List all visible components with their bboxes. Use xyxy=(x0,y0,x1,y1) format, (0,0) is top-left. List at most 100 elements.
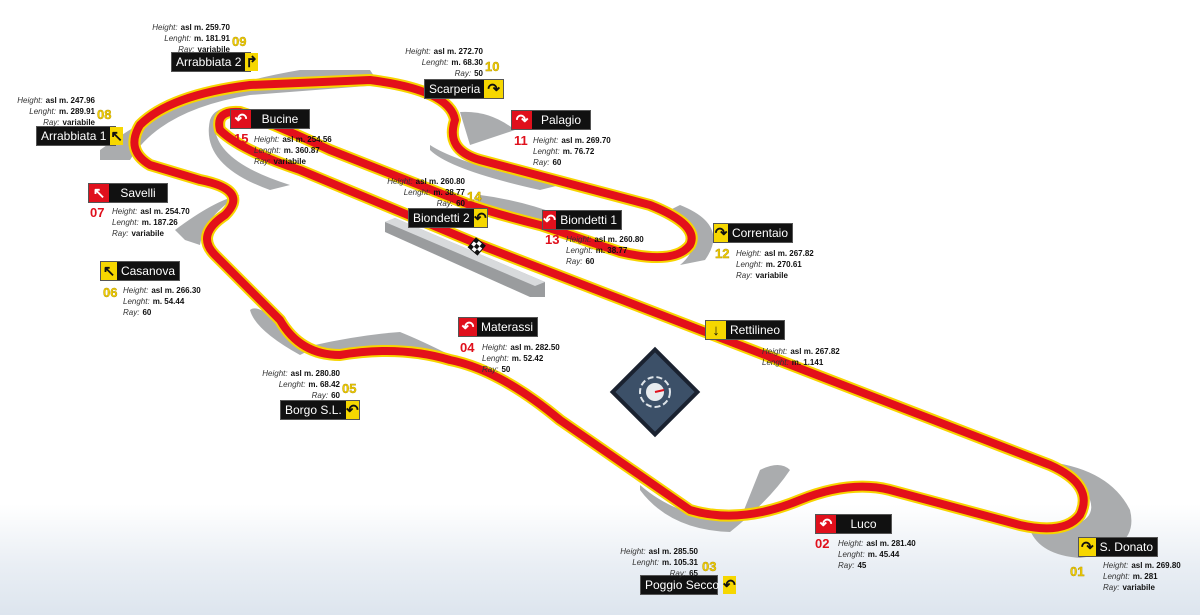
info-label-ray: Ray: xyxy=(311,391,329,400)
info-row-height: Height:asl m. 281.40 xyxy=(838,538,916,549)
info-label-length: Lenght: xyxy=(762,358,789,367)
corner-sign-scarperia[interactable]: Scarperia↷ xyxy=(424,79,504,99)
info-value-height: asl m. 269.70 xyxy=(561,136,611,145)
info-row-length: Lenght:m. 45.44 xyxy=(838,549,916,560)
corner-name: Arrabbiata 2 xyxy=(176,55,242,69)
corner-sign-savelli[interactable]: ↖Savelli xyxy=(88,183,168,203)
corner-name: Savelli xyxy=(120,186,156,200)
info-value-ray: variabile xyxy=(131,229,164,238)
info-label-ray: Ray: xyxy=(1103,583,1120,592)
info-row-ray: Ray:variabile xyxy=(254,156,332,167)
info-label-height: Height: xyxy=(405,47,431,56)
info-row-height: Height:asl m. 260.80 xyxy=(340,176,465,187)
info-value-length: m. 54.44 xyxy=(152,297,185,306)
info-label-height: Height: xyxy=(838,539,864,548)
info-row-ray: Ray:60 xyxy=(200,390,340,401)
info-value-ray: 60 xyxy=(456,199,465,208)
corner-sign-poggio-secco[interactable]: Poggio Secco↶ xyxy=(640,575,736,595)
info-row-length: Lenght:m. 187.26 xyxy=(112,217,190,228)
info-row-ray: Ray:variabile xyxy=(0,117,95,128)
corner-name: Rettilineo xyxy=(729,323,780,337)
info-value-ray: 50 xyxy=(474,69,483,78)
info-label-height: Height: xyxy=(482,343,508,352)
corner-number: 11 xyxy=(514,133,528,148)
corner-sign-arrabbiata-1[interactable]: Arrabbiata 1↖ xyxy=(36,126,123,146)
turn-left-down-icon: ↶ xyxy=(543,211,557,229)
runoff-sdonato xyxy=(1030,462,1132,558)
corner-number: 03 xyxy=(702,559,717,574)
corner-sign-correntaio[interactable]: ↷Correntaio xyxy=(713,223,793,243)
corner-sign-borgo-sl[interactable]: Borgo S.L.↶ xyxy=(280,400,360,420)
info-row-ray: Ray:60 xyxy=(340,198,465,209)
info-label-ray: Ray: xyxy=(838,561,855,570)
info-label-height: Height: xyxy=(152,23,178,32)
turn-right-up-icon: ↱ xyxy=(245,53,258,71)
info-row-height: Height:asl m. 254.70 xyxy=(112,206,190,217)
info-label-height: Height: xyxy=(123,286,149,295)
turn-right-down-icon: ↷ xyxy=(512,111,532,129)
info-value-length: m. 38.77 xyxy=(433,188,465,197)
corner-number: 10 xyxy=(485,59,500,74)
info-row-ray: Ray:60 xyxy=(533,157,611,168)
info-value-length: m. 38.77 xyxy=(595,246,628,255)
corner-number: 04 xyxy=(460,340,475,355)
info-label-length: Lenght: xyxy=(838,550,865,559)
corner-sign-materassi[interactable]: ↶Materassi xyxy=(458,317,538,337)
corner-name: Luco xyxy=(850,517,877,531)
runoff-biondetti xyxy=(475,195,560,222)
corner-number: 06 xyxy=(103,285,118,300)
info-label-length: Lenght: xyxy=(736,260,763,269)
corner-name: Scarperia xyxy=(429,82,481,96)
corner-sign-biondetti-2[interactable]: Biondetti 2↶ xyxy=(408,208,488,228)
corner-sign-luco[interactable]: ↶ Luco xyxy=(815,514,892,534)
info-row-height: Height:asl m. 267.82 xyxy=(736,248,814,259)
corner-number: 15 xyxy=(234,131,249,146)
info-row-height: Height:asl m. 269.70 xyxy=(533,135,611,146)
info-row-ray: Ray:60 xyxy=(566,256,644,267)
corner-sign-bucine[interactable]: ↶ Bucine xyxy=(230,109,310,129)
info-value-length: m. 52.42 xyxy=(511,354,544,363)
corner-sign-rettilineo[interactable]: ↓Rettilineo xyxy=(705,320,785,340)
corner-number: 05 xyxy=(342,381,357,396)
info-label-length: Lenght: xyxy=(278,380,306,389)
corner-sign-s-donato[interactable]: ↷S. Donato xyxy=(1078,537,1158,557)
info-row-length: Lenght:m. 105.31 xyxy=(560,557,698,568)
info-label-ray: Ray: xyxy=(566,257,583,266)
turn-left-down-icon: ↶ xyxy=(816,515,836,533)
info-row-length: Lenght:m. 1.141 xyxy=(762,357,840,368)
corner-sign-casanova[interactable]: ↖Casanova xyxy=(100,261,180,281)
info-value-height: asl m. 280.80 xyxy=(290,369,340,378)
circuit-logo-icon xyxy=(609,346,701,438)
corner-sign-palagio[interactable]: ↷Palagio xyxy=(511,110,591,130)
info-label-length: Lenght: xyxy=(482,354,509,363)
info-label-length: Lenght: xyxy=(254,146,281,155)
finish-line-flag-icon xyxy=(467,237,486,256)
corner-sign-biondetti-1[interactable]: ↶Biondetti 1 xyxy=(542,210,622,230)
info-value-height: asl m. 266.30 xyxy=(151,286,201,295)
info-value-height: asl m. 260.80 xyxy=(594,235,644,244)
info-label-ray: Ray: xyxy=(736,271,753,280)
turn-left-down-icon: ↶ xyxy=(231,110,251,128)
info-label-ray: Ray: xyxy=(669,569,687,578)
info-value-height: asl m. 247.96 xyxy=(45,96,95,105)
info-label-length: Lenght: xyxy=(533,147,560,156)
corner-sign-arrabbiata-2[interactable]: Arrabbiata 2↱ xyxy=(171,52,258,72)
info-value-height: asl m. 260.80 xyxy=(415,177,465,186)
info-value-height: asl m. 267.82 xyxy=(790,347,840,356)
info-label-height: Height: xyxy=(533,136,559,145)
info-row-ray: Ray:variabile xyxy=(736,270,814,281)
info-row-length: Lenght:m. 289.91 xyxy=(0,106,95,117)
corner-name: Bucine xyxy=(261,112,299,126)
info-row-height: Height:asl m. 280.80 xyxy=(200,368,340,379)
info-label-height: Height: xyxy=(620,547,646,556)
info-label-ray: Ray: xyxy=(254,157,271,166)
info-label-height: Height: xyxy=(262,369,288,378)
info-row-ray: Ray:45 xyxy=(838,560,916,571)
info-row-length: Lenght:m. 38.77 xyxy=(340,187,465,198)
